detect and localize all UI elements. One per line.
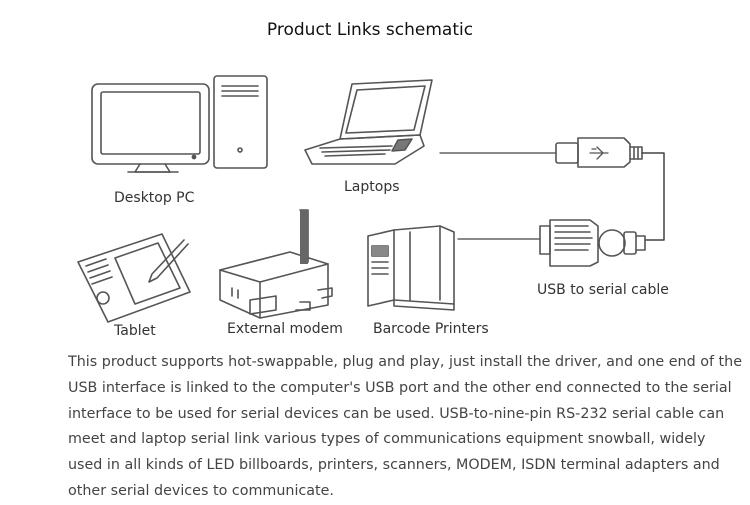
label-usb-serial-cable: USB to serial cable <box>537 282 669 298</box>
external-modem-icon <box>219 209 333 319</box>
printer-display-icon <box>372 246 388 256</box>
barcode-printer-icon <box>367 225 455 311</box>
label-laptops: Laptops <box>344 179 400 195</box>
usb-plug-icon <box>555 137 643 168</box>
diagram-title: Product Links schematic <box>266 20 474 40</box>
label-barcode-printers: Barcode Printers <box>373 321 489 337</box>
description-text: This product supports hot-swappable, plu… <box>68 354 743 499</box>
label-external-modem: External modem <box>227 321 343 337</box>
desktop-pc-icon <box>91 75 268 173</box>
laptop-icon <box>304 79 433 165</box>
label-tablet: Tablet <box>114 323 156 339</box>
label-desktop-pc: Desktop PC <box>114 190 195 206</box>
db9-connector-icon <box>539 219 646 267</box>
modem-antenna-icon <box>300 210 308 264</box>
tablet-icon <box>77 233 191 323</box>
